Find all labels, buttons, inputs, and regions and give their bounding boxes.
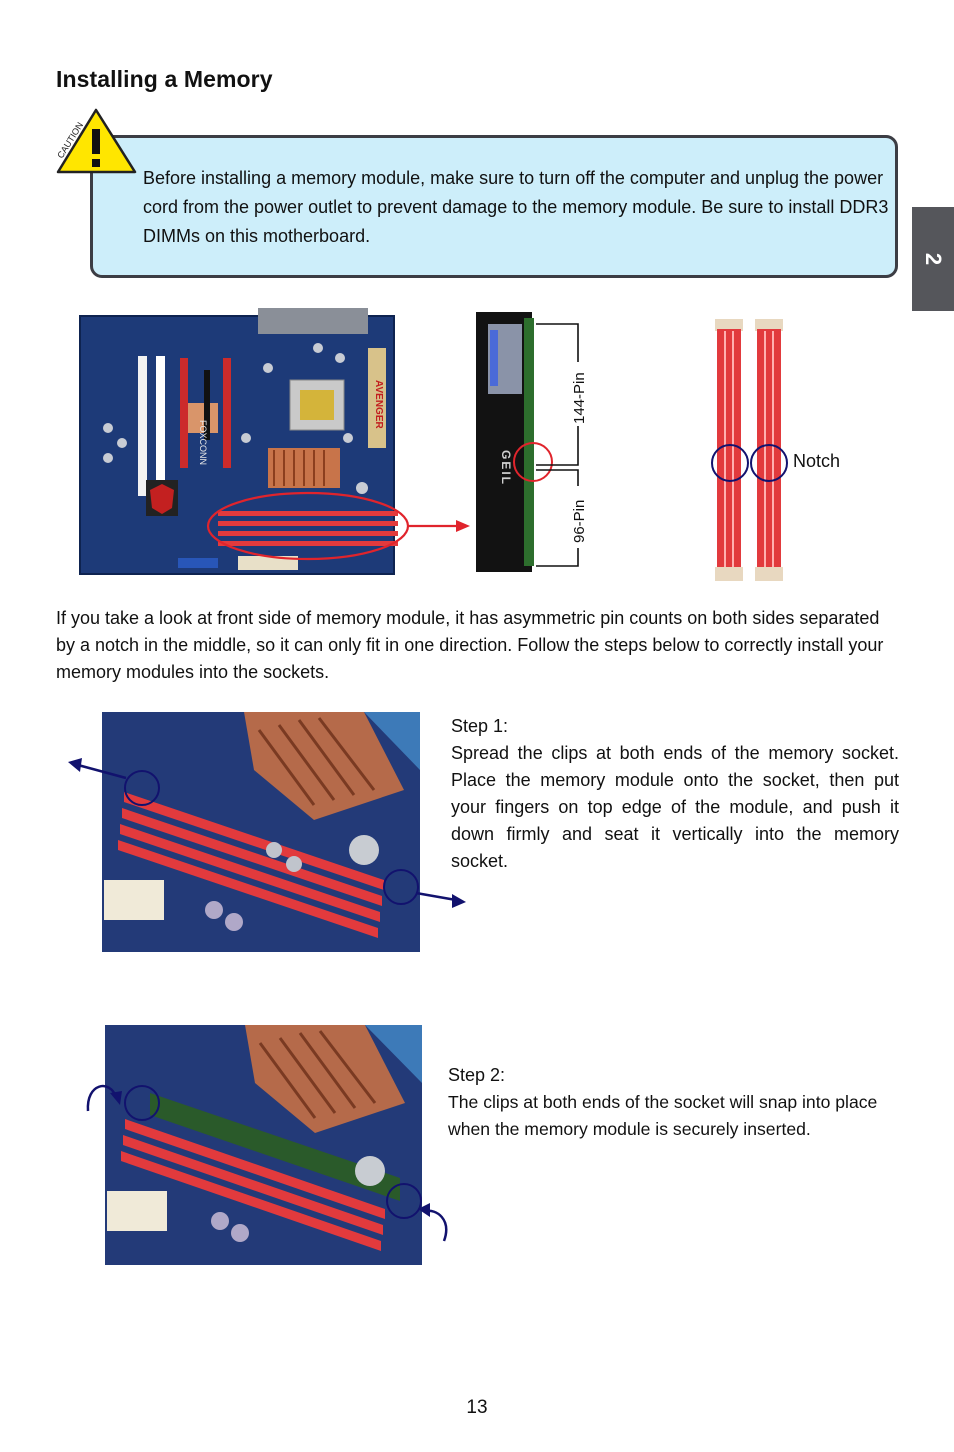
notch-label: Notch — [793, 451, 840, 471]
pin-144-label: 144-Pin — [571, 372, 588, 424]
dimm-highlight-annotation — [206, 491, 470, 561]
memory-module-diagram: GEIL 144-Pin 96-Pin — [476, 312, 588, 572]
step1-body: Spread the clips at both ends of the mem… — [451, 743, 899, 871]
board-model: AVENGER — [373, 380, 384, 429]
page-number: 13 — [466, 1397, 488, 1418]
chapter-tab: 2 — [912, 207, 954, 311]
motherboard-image: FOXCONN AVENGER — [79, 308, 398, 575]
board-brand: FOXCONN — [198, 420, 208, 465]
intro-paragraph: If you take a look at front side of memo… — [56, 608, 884, 682]
step1-title: Step 1: — [451, 716, 509, 736]
step2-photo — [86, 1025, 448, 1265]
step2-body: The clips at both ends of the socket wil… — [448, 1092, 878, 1139]
caution-warning-icon: CAUTION — [56, 108, 137, 174]
module-brand: GEIL — [499, 450, 513, 486]
chapter-number: 2 — [921, 252, 946, 266]
caution-box — [90, 135, 898, 278]
step1-photo — [68, 712, 466, 952]
section-title: Installing a Memory — [56, 66, 273, 92]
pin-96-label: 96-Pin — [571, 500, 588, 543]
dimm-slots-notch-diagram: Notch — [711, 319, 840, 581]
caution-text: Before installing a memory module, make … — [143, 168, 889, 246]
step2-title: Step 2: — [448, 1065, 506, 1085]
